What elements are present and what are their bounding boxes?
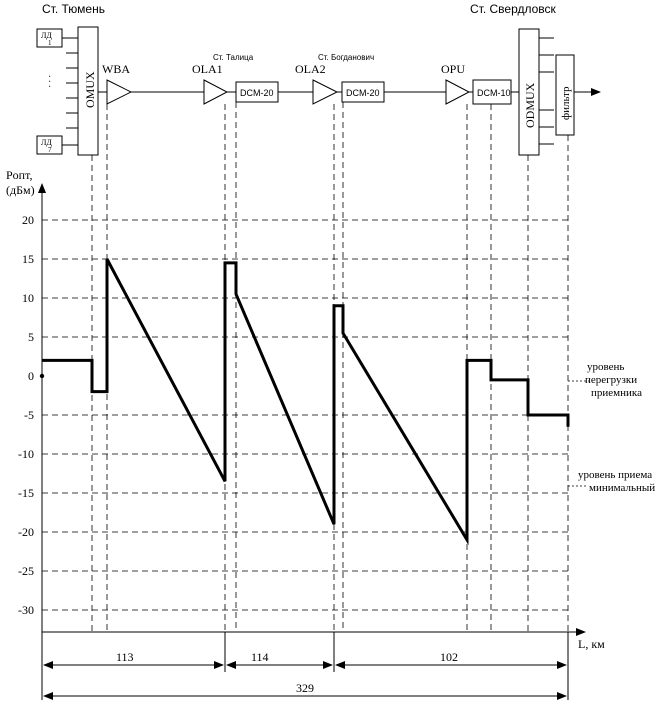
distance-total: 329 xyxy=(296,681,314,695)
y-tick-label: -10 xyxy=(18,447,34,461)
odmux-label: ODMUX xyxy=(523,82,537,128)
min-level-text-2: минимальный xyxy=(589,482,655,494)
ld-ellipsis: . . . xyxy=(46,75,57,88)
filter-label: фильтр xyxy=(560,86,572,120)
ola1-label: OLA1 xyxy=(192,62,223,76)
odmux-block xyxy=(518,28,540,156)
ld7-label: ЛД xyxy=(41,138,52,147)
dcm3-block xyxy=(472,79,512,105)
y-tick-labels: 20 15 10 5 0 -5 -10 -15 -20 -25 -30 xyxy=(18,213,34,617)
y-tick-label: 5 xyxy=(28,330,34,344)
origin-dot xyxy=(39,373,45,379)
station-talitsa-label: Ст. Талица xyxy=(213,53,254,62)
y-axis-label-line1: Pопт, xyxy=(6,168,32,182)
y-tick-label: 15 xyxy=(22,252,34,266)
distance-seg1: 113 xyxy=(116,650,134,664)
y-axis-label-line2: (дБм) xyxy=(6,183,35,197)
station-end-label: Ст. Свердловск xyxy=(470,2,557,16)
station-start-label: Ст. Тюмень xyxy=(42,2,105,16)
dcm3-label: DCM-10 xyxy=(477,88,511,98)
omux-block xyxy=(77,26,99,156)
y-tick-label: -25 xyxy=(18,564,34,578)
dcm1-label: DCM-20 xyxy=(240,88,274,98)
opu-label: OPU xyxy=(441,62,465,76)
overload-text-2: перегрузки xyxy=(585,374,637,386)
omux-inputs xyxy=(66,52,78,129)
horizontal-gridlines xyxy=(42,219,568,611)
odmux-outputs xyxy=(539,37,554,145)
y-tick-label: 20 xyxy=(22,213,34,227)
distance-seg3: 102 xyxy=(440,650,458,664)
ola2-amplifier-icon xyxy=(312,79,339,105)
ola2-label: OLA2 xyxy=(295,62,326,76)
ld1-label: ЛД xyxy=(41,31,52,40)
y-tick-label: 0 xyxy=(28,369,34,383)
dcm2-block xyxy=(341,81,385,103)
overload-text-3: приемника xyxy=(591,387,642,399)
ld1-number: 1 xyxy=(48,39,52,47)
distance-dimensions xyxy=(41,632,569,700)
min-level-text-1: уровень приема xyxy=(578,469,652,481)
y-tick-label: -15 xyxy=(18,486,34,500)
omux-label: OMUX xyxy=(83,71,97,108)
x-axis-label: L, км xyxy=(578,637,605,651)
ld7-number: 7 xyxy=(48,146,52,154)
y-tick-label: 10 xyxy=(22,291,34,305)
dcm2-label: DCM-20 xyxy=(346,88,380,98)
dcm1-block xyxy=(235,81,279,103)
opu-amplifier-icon xyxy=(445,79,471,105)
y-tick-label: -5 xyxy=(24,408,34,422)
laser-diode-1: ЛД 1 xyxy=(36,28,63,48)
power-level-trace xyxy=(42,258,570,546)
ola1-amplifier-icon xyxy=(203,79,229,105)
y-tick-label: -30 xyxy=(18,603,34,617)
laser-diode-7: ЛД 7 xyxy=(36,135,63,155)
y-tick-label: -20 xyxy=(18,525,34,539)
filter-block xyxy=(555,54,575,136)
station-bogdanovich-label: Ст. Богданович xyxy=(318,53,374,62)
overload-text-1: уровень xyxy=(587,361,624,373)
wba-amplifier-icon xyxy=(106,79,133,105)
wba-label: WBA xyxy=(102,62,130,76)
distance-seg2: 114 xyxy=(251,650,269,664)
